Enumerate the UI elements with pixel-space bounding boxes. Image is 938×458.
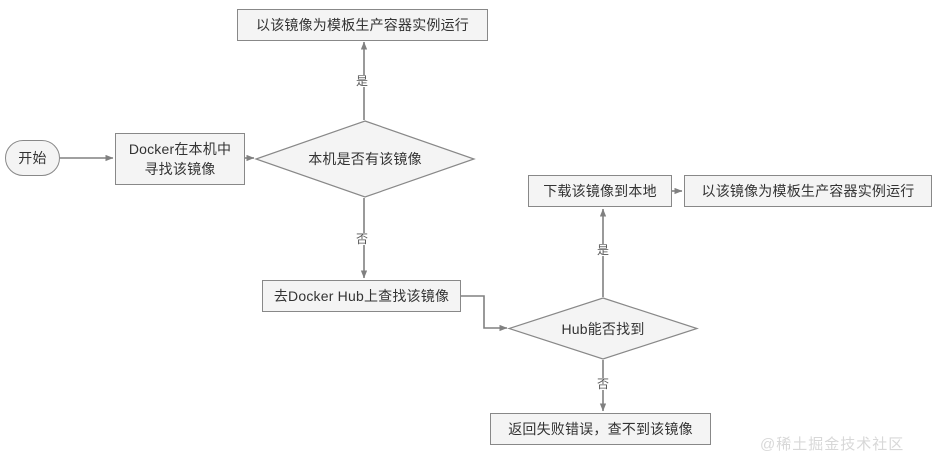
edge-search-hub-to-hub-found: [461, 295, 508, 332]
node-download-label: 下载该镜像到本地: [543, 182, 657, 199]
node-start[interactable]: 开始: [5, 140, 60, 176]
node-has-local-label: 本机是否有该镜像: [308, 151, 422, 167]
node-start-label: 开始: [18, 149, 47, 166]
edge-label-has-local-no: 否: [354, 232, 371, 246]
watermark: @稀土掘金技术社区: [760, 436, 905, 453]
edge-label-hub-found-yes: 是: [595, 243, 612, 257]
node-search-local[interactable]: Docker在本机中 寻找该镜像: [115, 133, 245, 185]
node-search-hub-label: 去Docker Hub上查找该镜像: [273, 287, 450, 304]
has-local-diamond-shape: [254, 120, 476, 198]
node-search-local-label: Docker在本机中 寻找该镜像: [128, 140, 232, 177]
node-hub-found-label: Hub能否找到: [561, 320, 645, 337]
edge-label-hub-found-no: 否: [595, 377, 612, 391]
node-fail[interactable]: 返回失败错误，查不到该镜像: [490, 413, 711, 445]
node-download[interactable]: 下载该镜像到本地: [528, 175, 672, 207]
node-hub-found[interactable]: Hub能否找到: [507, 297, 699, 360]
node-search-hub[interactable]: 去Docker Hub上查找该镜像: [262, 280, 461, 312]
node-run-local-label: 以该镜像为模板生产容器实例运行: [256, 16, 469, 33]
node-fail-label: 返回失败错误，查不到该镜像: [508, 420, 693, 437]
node-run-remote-label: 以该镜像为模板生产容器实例运行: [701, 182, 915, 199]
edge-label-has-local-yes: 是: [354, 74, 371, 88]
node-run-remote[interactable]: 以该镜像为模板生产容器实例运行: [684, 175, 932, 207]
node-has-local[interactable]: 本机是否有该镜像: [254, 120, 476, 198]
hub-found-diamond-shape: [507, 297, 699, 360]
node-run-local[interactable]: 以该镜像为模板生产容器实例运行: [237, 9, 488, 41]
